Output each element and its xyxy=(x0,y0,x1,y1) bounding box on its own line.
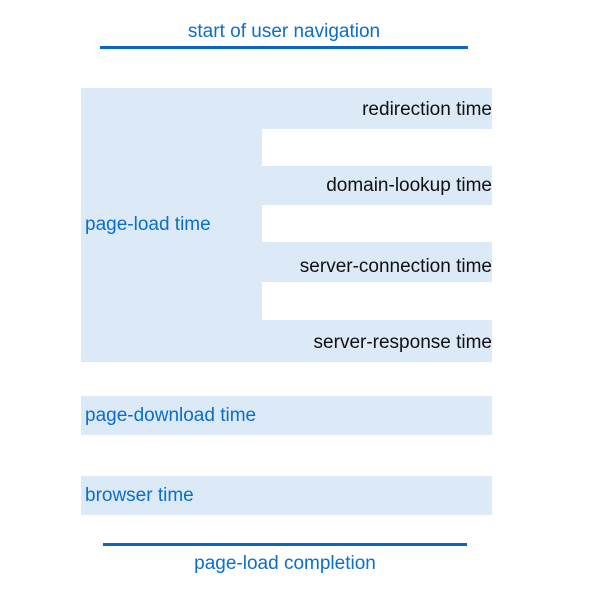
start-of-navigation-label: start of user navigation xyxy=(187,21,381,42)
phase-label-server-connection-time: server-connection time xyxy=(299,256,492,277)
browser-time-bar xyxy=(81,476,492,515)
page-load-completion-rule xyxy=(103,543,467,546)
phase-label-redirection-time: redirection time xyxy=(362,99,492,120)
phase-label-server-response-time: server-response time xyxy=(313,332,492,353)
phase-gap-after-redirection xyxy=(262,129,492,166)
page-download-time-label: page-download time xyxy=(85,405,257,426)
page-download-time-bar xyxy=(81,396,492,435)
phase-label-domain-lookup-time: domain-lookup time xyxy=(326,175,492,196)
page-load-completion-label: page-load completion xyxy=(194,553,376,574)
start-of-navigation-rule xyxy=(100,46,468,49)
browser-time-label: browser time xyxy=(85,485,194,506)
phase-gap-after-server-connection xyxy=(262,282,492,320)
page-load-time-label: page-load time xyxy=(85,214,211,235)
phase-gap-after-domain-lookup xyxy=(262,205,492,242)
